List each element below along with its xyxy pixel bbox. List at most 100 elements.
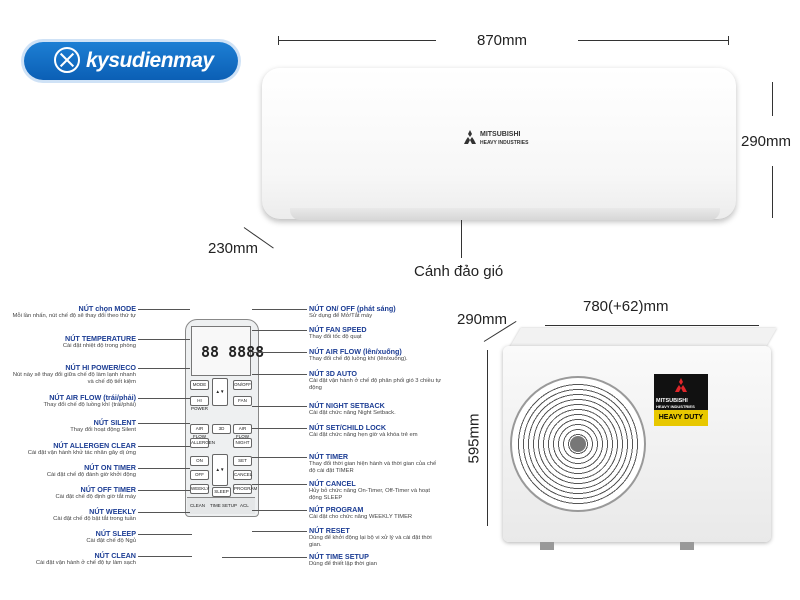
- callout-desc: Cài đặt chế độ định giờ tắt máy: [55, 494, 137, 500]
- remote-hipower-button[interactable]: HI POWER: [190, 396, 209, 411]
- leader-line: [252, 531, 307, 532]
- callout-title: NÚT WEEKLY: [89, 507, 136, 516]
- indoor-brand: MITSUBISHI: [480, 131, 521, 138]
- callout-desc: Cài đặt chức năng Night Setback.: [309, 410, 396, 416]
- callout-title: NÚT ON/ OFF (phát sáng): [309, 304, 396, 313]
- flap-label: Cánh đảo gió: [414, 263, 504, 280]
- remote-on-timer-button[interactable]: ON: [190, 456, 209, 466]
- callout-airflow-ud: NÚT AIR FLOW (lên/xuống) Thay đổi chế độ…: [309, 347, 444, 363]
- remote-clean-label[interactable]: CLEAN: [190, 503, 206, 508]
- callout-title: NÚT 3D AUTO: [309, 369, 357, 378]
- callout-desc: Cài đặt chế độ đánh giờ khởi động: [46, 472, 136, 478]
- leader-line: [138, 446, 190, 447]
- remote-lcd: [191, 326, 251, 376]
- outdoor-fan-hub: [570, 436, 586, 452]
- indoor-height-line-bottom: [772, 166, 773, 218]
- callout-timer: NÚT TIMER Thay đổi thời gian hiện hành v…: [309, 452, 444, 475]
- callout-desc: Cài đặt chức năng hẹn giờ và khóa trẻ em: [309, 432, 418, 438]
- remote-temp-button[interactable]: ▲▼: [212, 378, 228, 406]
- outdoor-brand-sub: HEAVY INDUSTRIES: [656, 404, 695, 409]
- remote-allergen-button[interactable]: ALLERGEN: [190, 438, 215, 448]
- remote-program-button[interactable]: PROGRAM: [233, 484, 257, 494]
- callout-title: NÚT SET/CHILD LOCK: [309, 423, 387, 432]
- remote-weekly-button[interactable]: WEEKLY: [190, 484, 209, 494]
- callout-on-timer: NÚT ON TIMER Cài đặt chế độ đánh giờ khở…: [11, 463, 136, 479]
- callout-desc: Mỗi lần nhấn, nút chế độ sẽ thay đổi the…: [12, 313, 136, 319]
- callout-title: NÚT AIR FLOW (lên/xuống): [309, 347, 402, 356]
- callout-night-setback: NÚT NIGHT SETBACK Cài đặt chức năng Nigh…: [309, 401, 444, 417]
- outdoor-mitsubishi-diamonds-icon: [675, 378, 687, 392]
- remote-onoff-button[interactable]: ON/OFF: [233, 380, 252, 390]
- leader-line: [138, 423, 190, 424]
- indoor-height-line-top: [772, 82, 773, 116]
- leader-line: [252, 457, 307, 458]
- callout-mode: NÚT chọn MODE Mỗi lần nhấn, nút chế độ s…: [11, 304, 136, 320]
- indoor-width-label: 870mm: [477, 32, 528, 49]
- callout-cancel: NÚT CANCEL Hủy bỏ chức năng On-Timer, Of…: [309, 479, 444, 502]
- callout-title: NÚT CLEAN: [94, 551, 136, 560]
- callout-title: NÚT AIR FLOW (trái/phải): [49, 393, 136, 402]
- callout-title: NÚT ALLERGEN CLEAR: [53, 441, 136, 450]
- callout-title: NÚT FAN SPEED: [309, 325, 367, 334]
- flap-leader: [461, 220, 462, 258]
- outdoor-height-label: 595mm: [465, 413, 483, 464]
- callout-desc: Thay đổi hoạt động Silent: [70, 427, 136, 433]
- leader-line: [138, 398, 190, 399]
- callout-title: NÚT RESET: [309, 526, 350, 535]
- indoor-width-tick-right: [728, 36, 729, 45]
- callout-desc: Dùng để thiết lập thời gian: [309, 561, 377, 567]
- leader-line: [252, 406, 307, 407]
- callout-desc: Cài đặt vận hành ở chế độ tự làm sạch: [35, 560, 136, 566]
- callout-desc: Cài đặt vận hành ở chế độ phân phối gió …: [309, 378, 442, 391]
- indoor-depth-label: 230mm: [208, 240, 259, 257]
- outdoor-foot-left: [540, 542, 554, 550]
- callout-reset: NÚT RESET Dùng để khởi động lại bộ vi xử…: [309, 526, 444, 549]
- leader-line: [138, 309, 190, 310]
- callout-desc: Thay đổi chế độ luồng khí (lên/xuống).: [309, 356, 408, 362]
- leader-line: [138, 512, 190, 513]
- callout-hipower: NÚT HI POWER/ECO Nút này sẽ thay đổi giữ…: [11, 363, 136, 386]
- callout-onoff: NÚT ON/ OFF (phát sáng) Sử dụng để Mở/Tắ…: [309, 304, 444, 320]
- remote-set-button[interactable]: SET: [233, 456, 252, 466]
- outdoor-width-label: 780(+62)mm: [583, 298, 669, 315]
- callout-title: NÚT SILENT: [93, 418, 136, 427]
- callout-silent: NÚT SILENT Thay đổi hoạt động Silent: [11, 418, 136, 434]
- callout-temperature: NÚT TEMPERATURE Cài đặt nhiệt độ trong p…: [11, 334, 136, 350]
- remote-3d-button[interactable]: 3D: [212, 424, 231, 434]
- remote-airflow-ud-button[interactable]: AIR FLOW: [233, 424, 252, 439]
- remote-airflow-lr-button[interactable]: AIR FLOW: [190, 424, 209, 439]
- callout-title: NÚT TIME SETUP: [309, 552, 369, 561]
- remote-timesetup-label[interactable]: TIME SETUP: [210, 503, 238, 508]
- remote-off-timer-button[interactable]: OFF: [190, 470, 209, 480]
- remote-bottom-panel: [187, 497, 255, 514]
- outdoor-height-line: [487, 350, 488, 526]
- callout-desc: Thay đổi thời gian hiện hành và thời gia…: [309, 461, 437, 474]
- outdoor-width-line: [545, 325, 759, 326]
- callout-desc: Cài đặt vận hành khử tác nhân gây dị ứng: [27, 450, 136, 456]
- indoor-width-line-right: [578, 40, 728, 41]
- callout-desc: Dùng để khởi động lại bộ vi xử lý và cài…: [309, 535, 432, 548]
- remote-fan-button[interactable]: FAN: [233, 396, 252, 406]
- leader-line: [138, 490, 190, 491]
- remote-night-button[interactable]: NIGHT: [233, 438, 252, 448]
- callout-airflow-lr: NÚT AIR FLOW (trái/phải) Thay đổi chế độ…: [6, 393, 136, 409]
- remote-acl-label[interactable]: ACL: [240, 503, 249, 508]
- indoor-unit: [262, 68, 736, 220]
- callout-title: NÚT chọn MODE: [78, 304, 137, 313]
- heavy-duty-badge: HEAVY DUTY: [654, 410, 708, 426]
- leader-line: [252, 510, 307, 511]
- remote-timer-button[interactable]: ▲▼: [212, 454, 228, 486]
- callout-title: NÚT CANCEL: [309, 479, 356, 488]
- remote-mode-button[interactable]: MODE: [190, 380, 209, 390]
- remote-cancel-button[interactable]: CANCEL: [233, 470, 252, 480]
- outdoor-depth-label: 290mm: [457, 311, 508, 328]
- callout-title: NÚT NIGHT SETBACK: [309, 401, 385, 410]
- leader-line: [252, 309, 307, 310]
- callout-program: NÚT PROGRAM Cài đặt cho chức năng WEEKLY…: [309, 505, 444, 521]
- remote-sleep-button[interactable]: SLEEP: [212, 487, 231, 497]
- leader-line: [252, 484, 307, 485]
- outdoor-unit-top: [509, 328, 777, 348]
- callout-title: NÚT OFF TIMER: [80, 485, 137, 494]
- callout-set-childlock: NÚT SET/CHILD LOCK Cài đặt chức năng hẹn…: [309, 423, 444, 439]
- leader-line: [252, 330, 307, 331]
